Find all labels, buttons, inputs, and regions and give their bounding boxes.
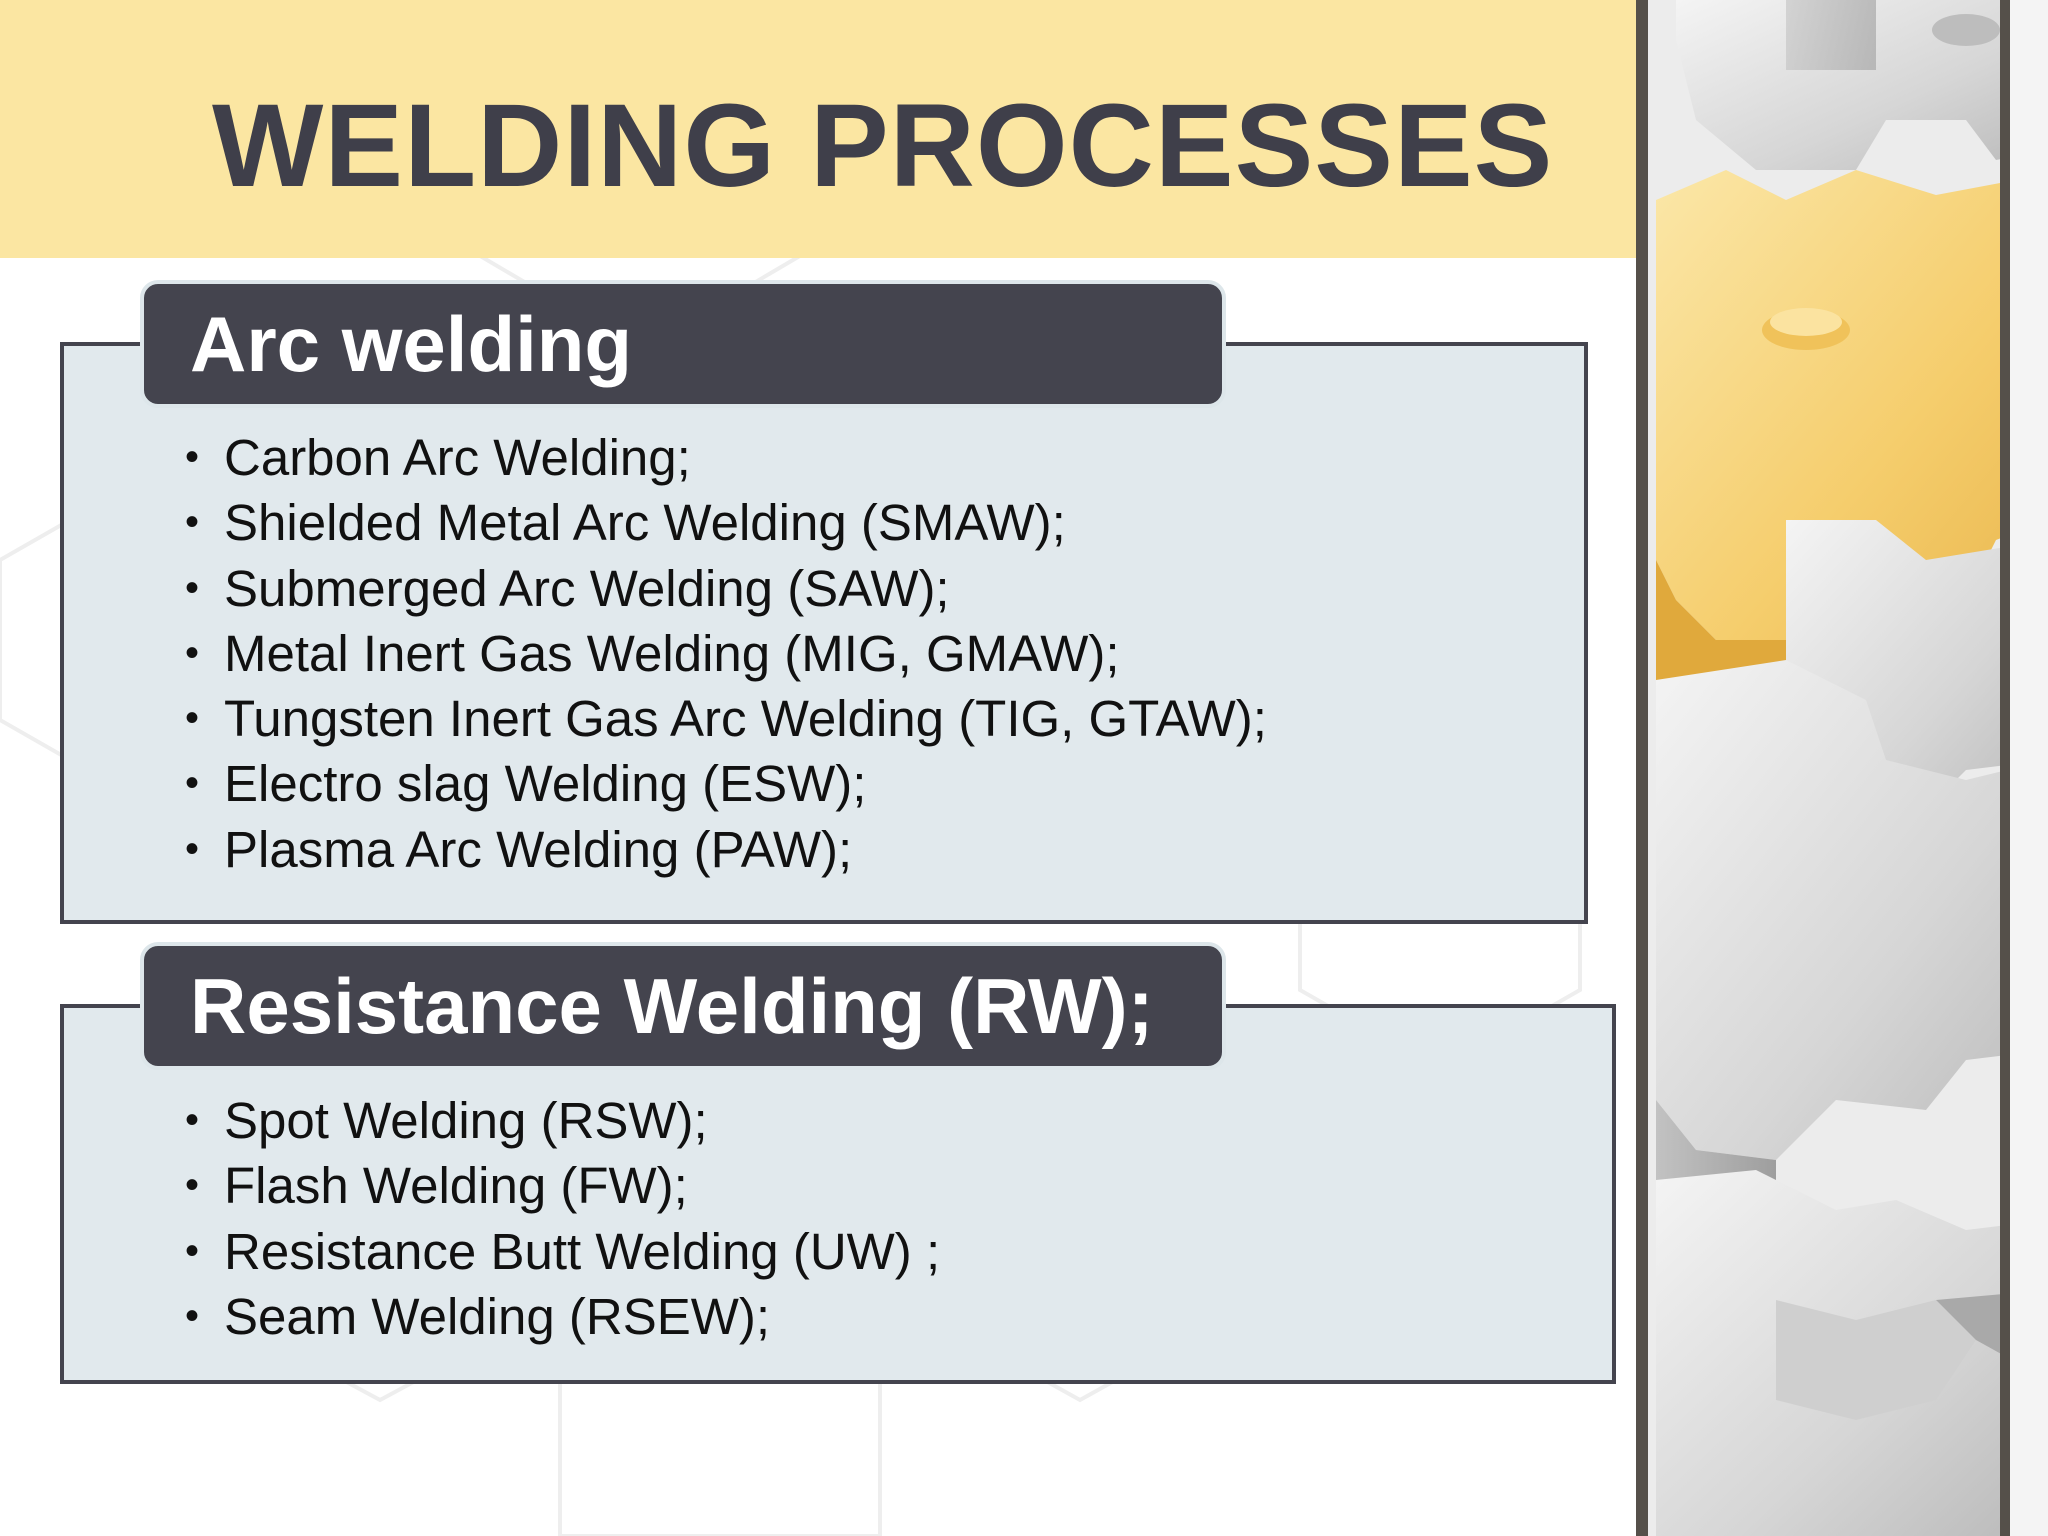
section-heading-text: Resistance Welding (RW); — [190, 961, 1154, 1050]
list-item: Submerged Arc Welding (SAW); — [185, 556, 1267, 622]
list-item: Spot Welding (RSW); — [185, 1088, 940, 1154]
arc-welding-list: Carbon Arc Welding; Shielded Metal Arc W… — [185, 425, 1267, 882]
list-item: Tungsten Inert Gas Arc Welding (TIG, GTA… — [185, 686, 1267, 752]
resistance-welding-heading: Resistance Welding (RW); — [140, 942, 1226, 1070]
arc-welding-heading: Arc welding — [140, 280, 1226, 408]
list-item: Plasma Arc Welding (PAW); — [185, 817, 1267, 883]
list-item: Carbon Arc Welding; — [185, 425, 1267, 491]
list-item: Flash Welding (FW); — [185, 1153, 940, 1219]
list-item: Seam Welding (RSEW); — [185, 1284, 940, 1350]
section-heading-text: Arc welding — [190, 299, 633, 388]
list-item: Resistance Butt Welding (UW) ; — [185, 1219, 940, 1285]
list-item: Electro slag Welding (ESW); — [185, 751, 1267, 817]
list-item: Shielded Metal Arc Welding (SMAW); — [185, 490, 1267, 556]
slide-title: WELDING PROCESSES — [212, 80, 1554, 212]
resistance-welding-list: Spot Welding (RSW); Flash Welding (FW); … — [185, 1088, 940, 1349]
header-band — [0, 0, 1640, 258]
list-item: Metal Inert Gas Welding (MIG, GMAW); — [185, 621, 1267, 687]
gears-image — [1636, 0, 2048, 1536]
